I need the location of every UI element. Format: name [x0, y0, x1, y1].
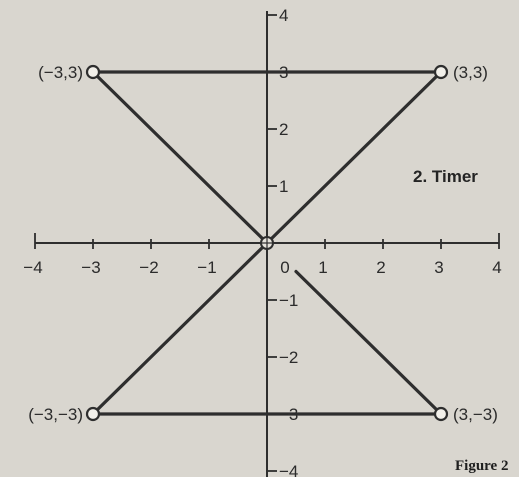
- x-tick-label-2: −2: [139, 258, 158, 277]
- x-tick-label-3: −1: [197, 258, 216, 277]
- y-tick-label-7: −4: [279, 462, 298, 477]
- point-label-1: (3,3): [453, 63, 488, 82]
- x-tick-label-0: −4: [23, 258, 42, 277]
- point-marker-0: [85, 64, 101, 80]
- y-tick-label-0: 4: [279, 6, 288, 25]
- y-tick-label-1: 3: [279, 63, 288, 82]
- x-tick-label-6: 2: [376, 258, 385, 277]
- y-tick-label-4: −1: [279, 291, 298, 310]
- ticks: −4 −3 −2 −1 0 1 2 3 4 4 3 2 1 −1 −2 −3 −4: [23, 6, 501, 477]
- x-tick-label-8: 4: [492, 258, 501, 277]
- point-marker-1: [433, 64, 449, 80]
- point-marker-3: [433, 406, 449, 422]
- points: (−3,3) (3,3) (−3,−3) (3,−3): [28, 63, 498, 424]
- segment-2: [265, 70, 443, 245]
- x-tick-label-4: 0: [280, 258, 289, 277]
- point-label-3: (3,−3): [453, 405, 498, 424]
- segment-1: [91, 70, 269, 245]
- point-label-0: (−3,3): [38, 63, 83, 82]
- segment-3: [91, 241, 269, 416]
- diagram-title: 2. Timer: [413, 167, 478, 186]
- x-tick-label-1: −3: [81, 258, 100, 277]
- y-tick-label-3: 1: [279, 177, 288, 196]
- x-tick-label-5: 1: [318, 258, 327, 277]
- x-tick-label-7: 3: [434, 258, 443, 277]
- segment-5: [294, 269, 443, 416]
- y-tick-label-5: −2: [279, 348, 298, 367]
- point-label-2: (−3,−3): [28, 405, 83, 424]
- y-tick-label-6: −3: [279, 405, 298, 424]
- point-marker-2: [85, 406, 101, 422]
- y-tick-label-2: 2: [279, 120, 288, 139]
- figure-caption: Figure 2: [455, 458, 508, 474]
